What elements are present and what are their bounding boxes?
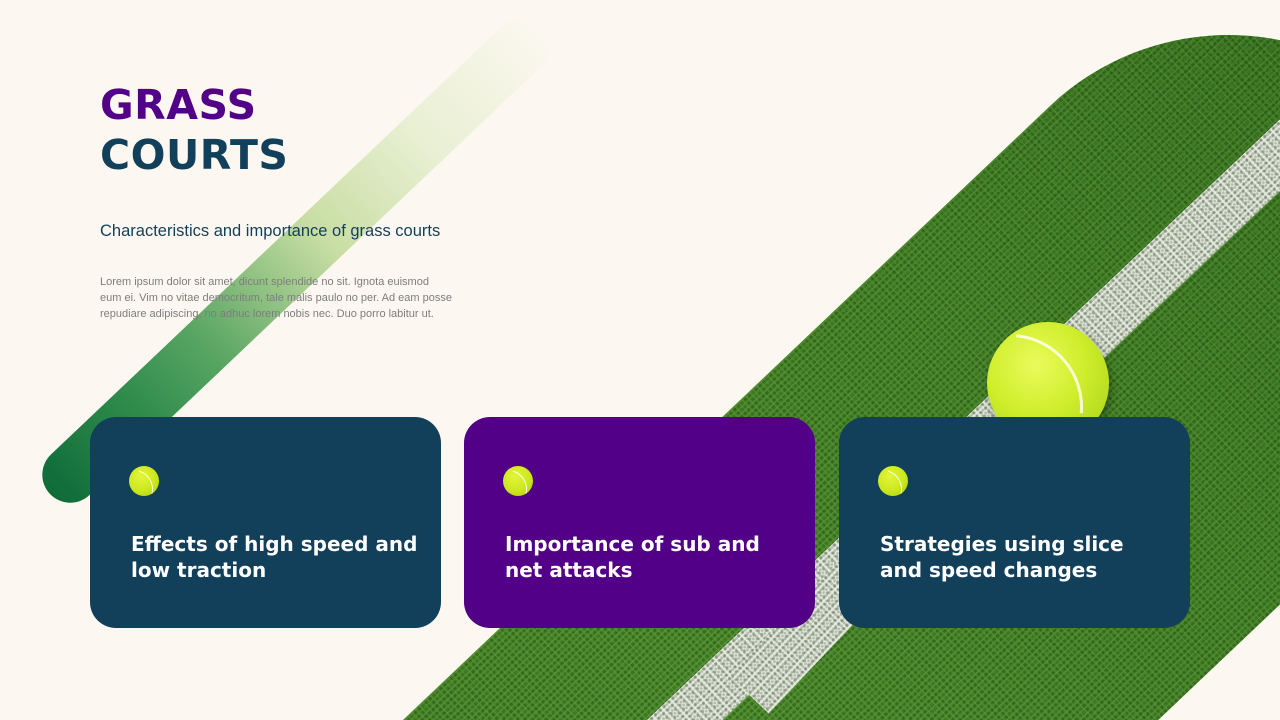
card-title: Effects of high speed and low traction xyxy=(131,532,418,582)
subtitle: Characteristics and importance of grass … xyxy=(100,222,441,240)
card-high-speed: Effects of high speed and low traction xyxy=(90,417,441,628)
card-title: Strategies using slice and speed changes xyxy=(880,532,1124,582)
title-line-2: COURTS xyxy=(100,131,289,179)
card-title: Importance of sub and net attacks xyxy=(505,532,760,582)
card-net-attacks: Importance of sub and net attacks xyxy=(464,417,815,628)
title-line-1: GRASS xyxy=(100,81,257,129)
tennis-ball-icon xyxy=(129,466,159,496)
tennis-ball-icon xyxy=(503,466,533,496)
tennis-ball-icon xyxy=(878,466,908,496)
page-title: GRASS COURTS xyxy=(100,80,288,180)
card-strategies: Strategies using slice and speed changes xyxy=(839,417,1190,628)
body-text: Lorem ipsum dolor sit amet, dicunt splen… xyxy=(100,276,452,320)
